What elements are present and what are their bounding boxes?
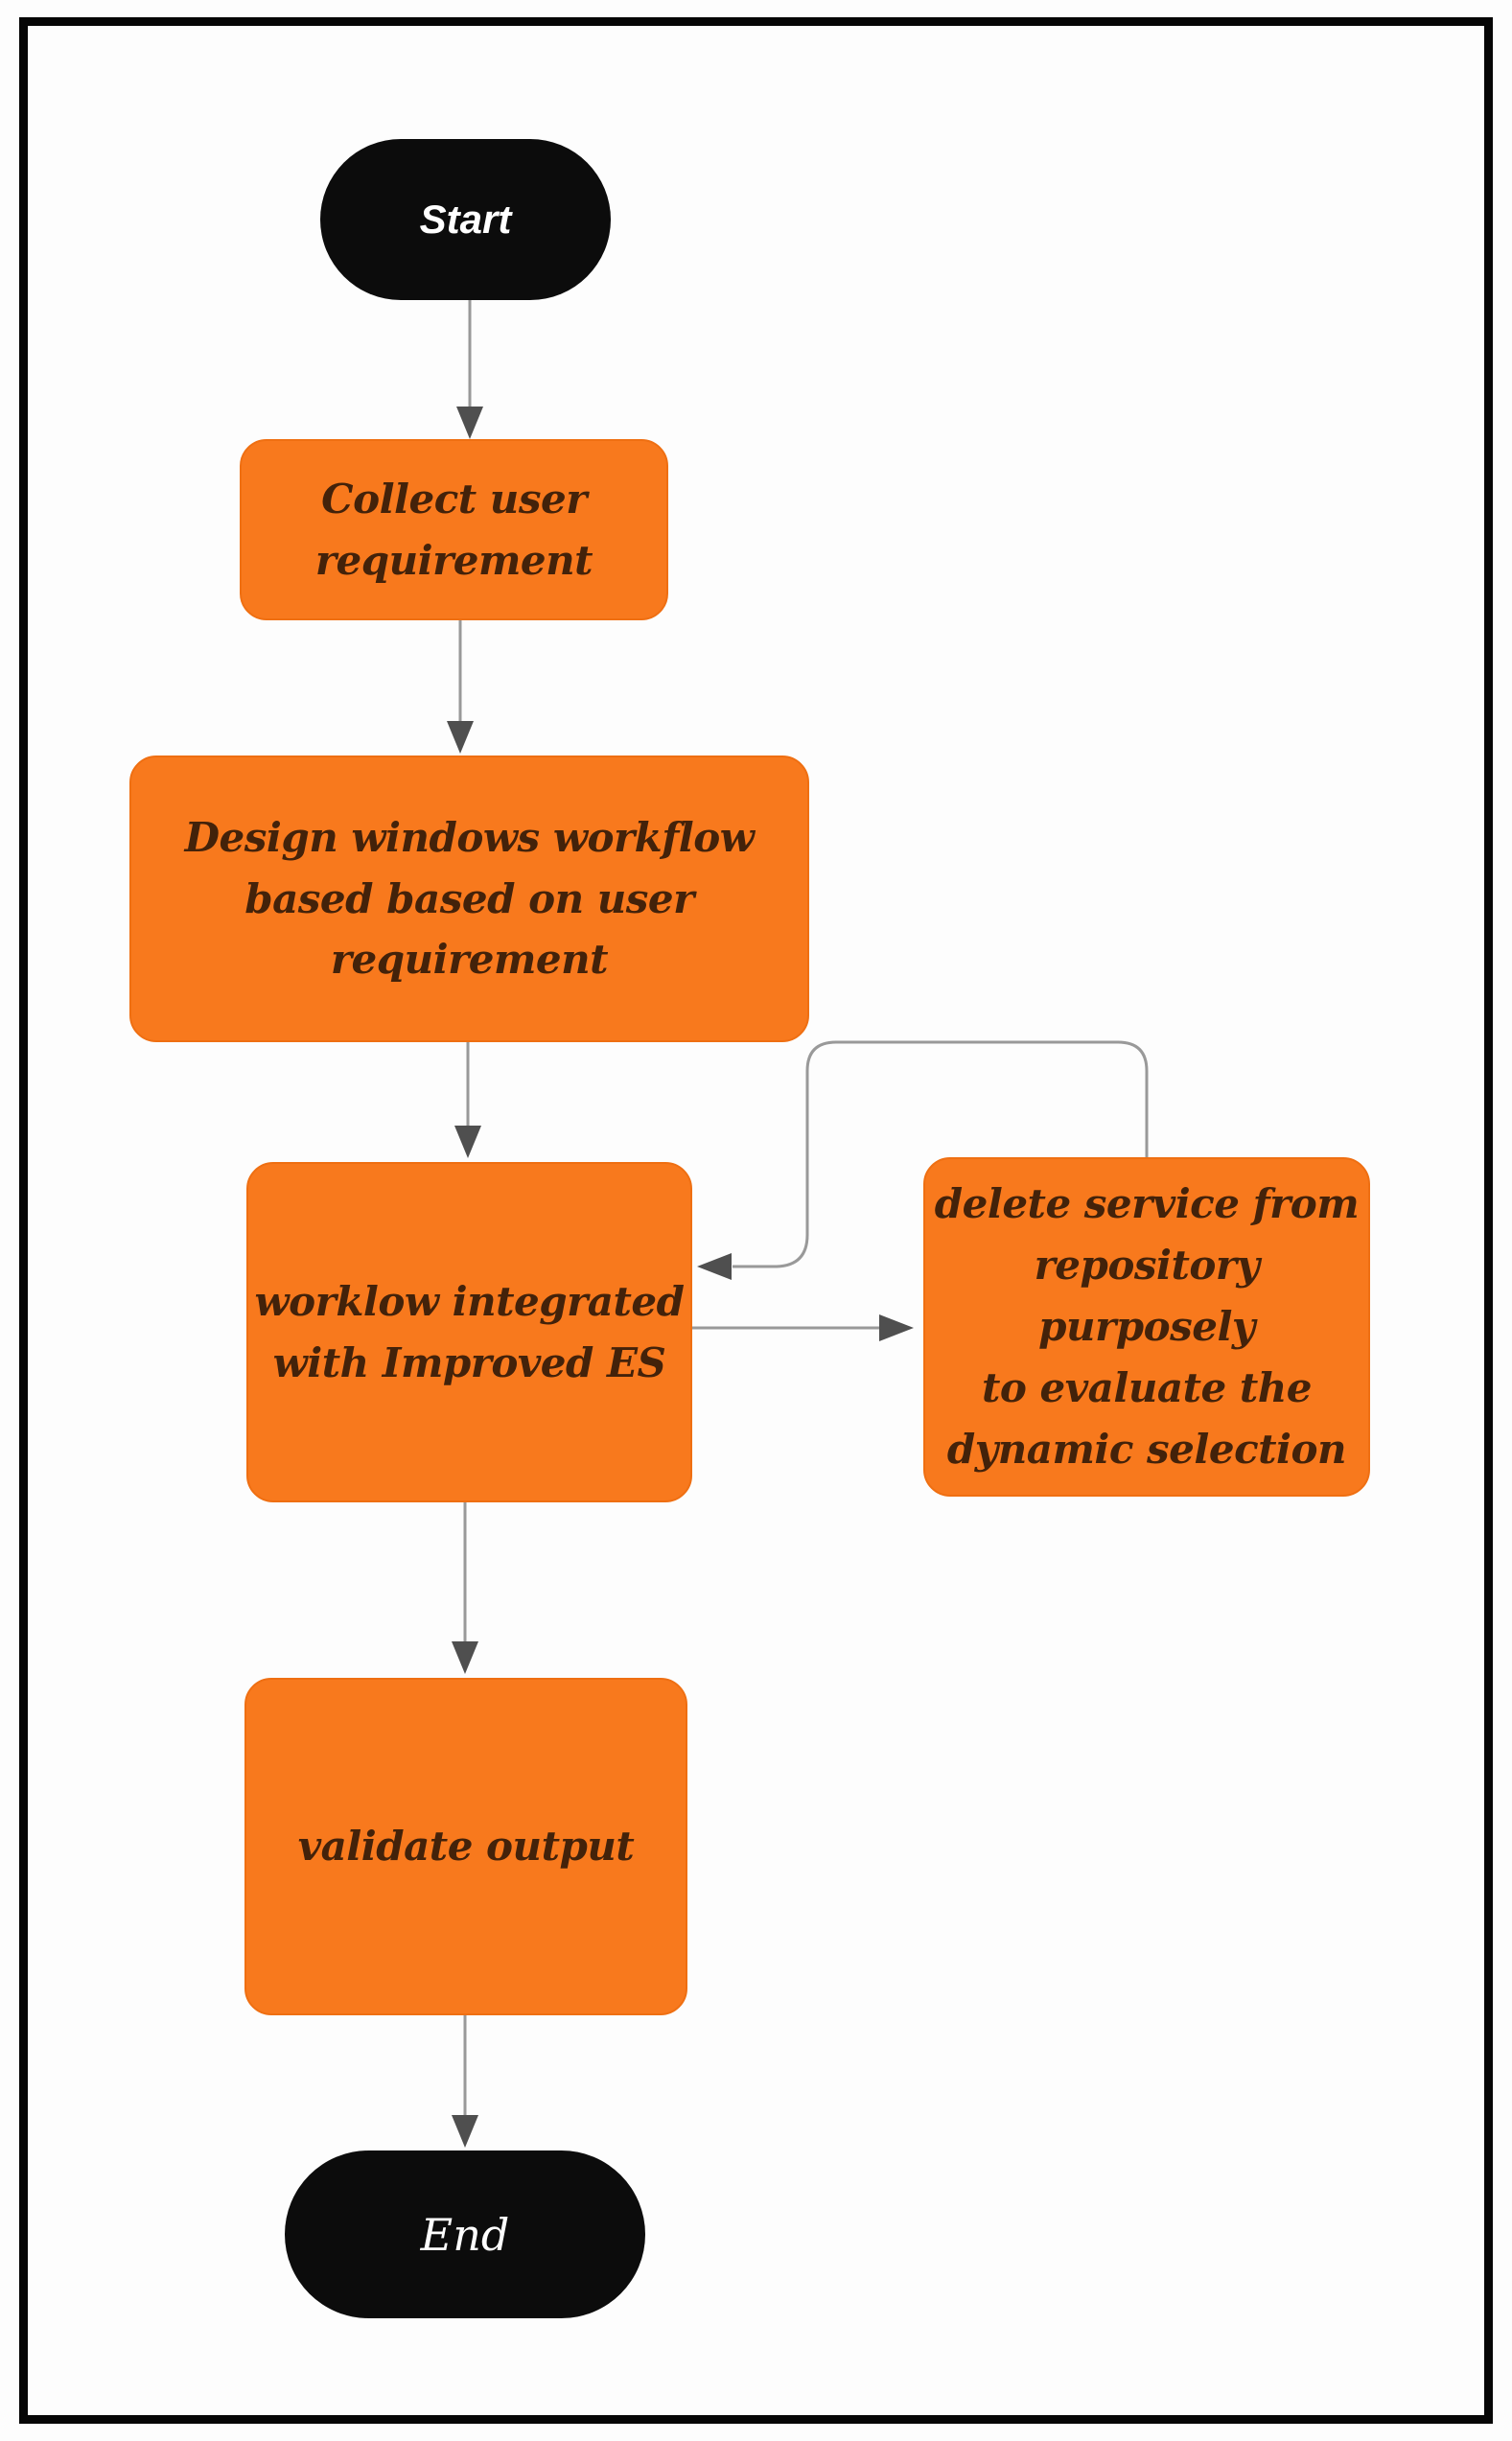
node-validate-label: validate output — [297, 1823, 635, 1871]
arrowhead-into-delete — [879, 1314, 914, 1341]
node-start-label: Start — [419, 197, 512, 242]
edge-delete-integrate-loop — [733, 1040, 1149, 1268]
arrowhead-into-end — [452, 2115, 478, 2148]
node-design-windows-workflow: Design windows workflow based based on u… — [129, 756, 809, 1042]
arrowhead-into-integrate — [454, 1126, 481, 1158]
node-integrate-label: worklow integrated with Improved ES — [254, 1277, 685, 1386]
arrowhead-into-validate — [452, 1641, 478, 1674]
node-delete-service: delete service from repository purposely… — [923, 1157, 1370, 1497]
node-collect-label: Collect user requirement — [314, 475, 593, 584]
node-end-label: End — [420, 2208, 510, 2261]
node-collect-user-requirement: Collect user requirement — [240, 439, 668, 620]
node-workflow-integrated: worklow integrated with Improved ES — [246, 1162, 692, 1502]
node-end: End — [285, 2150, 645, 2318]
arrowhead-into-collect — [456, 407, 483, 439]
figure-border — [19, 17, 1493, 2424]
node-start: Start — [320, 139, 611, 300]
arrowhead-loop-into-integrate — [697, 1253, 732, 1280]
node-delete-label: delete service from repository purposely… — [934, 1180, 1360, 1473]
node-validate-output: validate output — [244, 1678, 687, 2015]
arrowhead-into-design — [447, 721, 474, 754]
node-design-label: Design windows workflow based based on u… — [184, 813, 755, 984]
